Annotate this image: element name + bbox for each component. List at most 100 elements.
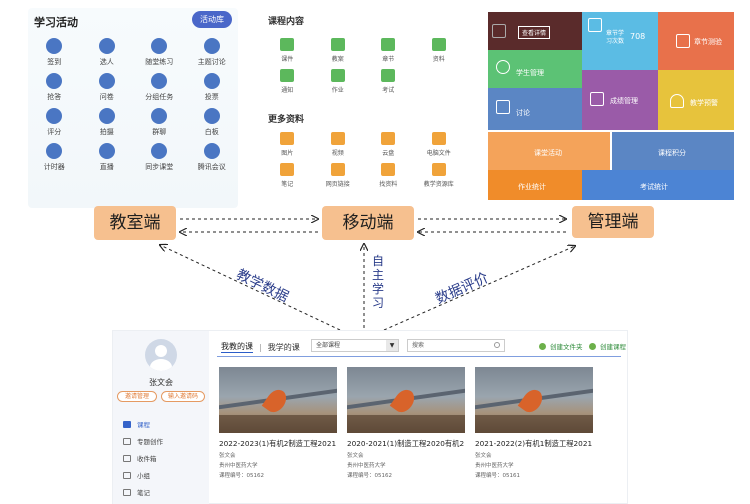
grid-item-question[interactable]: 问卷 — [81, 73, 134, 102]
grid-item-microphone[interactable]: 抢答 — [28, 73, 81, 102]
tile-teaching-alert[interactable]: 教学预警 — [658, 70, 734, 130]
tile-exam-stats[interactable]: 考试统计 — [582, 170, 734, 200]
grid-item-timer[interactable]: 计时器 — [28, 143, 81, 172]
invite-manage-button[interactable]: 邀请管理 — [117, 391, 157, 402]
tile-chapter-quiz[interactable]: 章节测验 — [658, 12, 734, 70]
course-thumbnail[interactable] — [475, 367, 593, 433]
sidebar-item-4[interactable]: 笔记 — [123, 487, 150, 497]
hourglass-icon — [588, 18, 602, 32]
grid-item-ppt[interactable]: 课件 — [262, 38, 313, 63]
grid-item-whiteboard[interactable]: 白板 — [186, 108, 239, 137]
sidebar-item-3[interactable]: 小组 — [123, 470, 150, 480]
grid-item-person[interactable]: 选人 — [81, 38, 134, 67]
course-code: 课程编号：05162 — [347, 473, 392, 479]
grid-item-list[interactable]: 章节 — [363, 38, 414, 63]
create-course-button[interactable]: 创建课程 — [589, 341, 626, 351]
web-course-list-panel: 张文会 邀请管理 输入邀请码 课程专题创作收件箱小组笔记 我教的课 | 我学的课… — [112, 330, 628, 504]
grid-item-search[interactable]: 找资料 — [363, 163, 414, 188]
grid-item-checkbox[interactable]: 分组任务 — [133, 73, 186, 102]
course-school: 贵州中医药大学 — [347, 463, 386, 469]
tile-student-management[interactable]: 学生管理 — [488, 50, 582, 88]
search-input[interactable]: 搜索 — [407, 339, 505, 352]
enter-invite-code-button[interactable]: 输入邀请码 — [161, 391, 205, 402]
tile-discussion[interactable]: 讨论 — [488, 88, 582, 130]
grid-item-exercise[interactable]: 随堂练习 — [133, 38, 186, 67]
grid-item-speaker[interactable]: 通知 — [262, 69, 313, 94]
exam-icon — [381, 69, 396, 82]
speaker-icon — [280, 69, 295, 82]
sidebar-item-icon — [123, 471, 131, 479]
more-resources-grid: 图片视频云盘电脑文件笔记网页链接找资料教学资源库 — [262, 132, 464, 188]
sidebar-item-icon — [123, 420, 131, 428]
group-chat-icon — [151, 108, 168, 124]
search-icon[interactable] — [494, 342, 500, 348]
grid-item-meeting[interactable]: 腾讯会议 — [186, 143, 239, 172]
sidebar-item-0[interactable]: 课程 — [123, 419, 150, 429]
grid-item-cloud[interactable]: 云盘 — [363, 132, 414, 157]
course-title[interactable]: 2022-2023(1)有机2制造工程2021 — [219, 439, 337, 448]
exam-stats-label: 考试统计 — [640, 183, 668, 191]
grid-item-group-chat[interactable]: 群聊 — [133, 108, 186, 137]
grid-item-label: 群聊 — [152, 128, 167, 136]
discussion-label: 讨论 — [516, 109, 530, 117]
grid-item-location[interactable]: 签到 — [28, 38, 81, 67]
grid-item-play[interactable]: 直播 — [81, 143, 134, 172]
grid-item-video[interactable]: 视频 — [313, 132, 364, 157]
grid-item-chat-bubble[interactable]: 主题讨论 — [186, 38, 239, 67]
grid-item-label: 选人 — [99, 58, 114, 66]
grid-item-edit[interactable]: 作业 — [313, 69, 364, 94]
sidebar-item-2[interactable]: 收件箱 — [123, 453, 157, 463]
plus-icon — [539, 342, 546, 350]
grid-item-label: 教案 — [331, 56, 344, 63]
course-points-label: 课程积分 — [658, 149, 686, 157]
grid-item-label: 签到 — [47, 58, 62, 66]
course-title[interactable]: 2021-2022(2)有机1制造工程2021 — [475, 439, 593, 448]
course-teacher: 张文会 — [219, 453, 236, 459]
grid-item-folder[interactable]: 资料 — [414, 38, 465, 63]
tab-learning-courses[interactable]: 我学的课 — [267, 342, 300, 352]
grid-item-label: 白板 — [204, 128, 219, 136]
tile-view-details[interactable]: 查看详情 — [488, 12, 582, 50]
grid-item-label: 作业 — [331, 87, 344, 94]
image-icon — [280, 132, 295, 145]
tile-course-points[interactable]: 课程积分 — [612, 132, 734, 170]
course-title[interactable]: 2020-2021(1)制造工程2020有机2 — [347, 439, 465, 448]
grid-item-badge[interactable]: 评分 — [28, 108, 81, 137]
course-school: 贵州中医药大学 — [219, 463, 258, 469]
grid-item-camera[interactable]: 拍摄 — [81, 108, 134, 137]
activity-library-button[interactable]: 活动库 — [192, 11, 232, 28]
course-code: 课程编号：05161 — [475, 473, 520, 479]
sidebar-item-icon — [123, 488, 131, 496]
grid-item-video[interactable]: 同步课堂 — [133, 143, 186, 172]
course-thumbnail[interactable] — [219, 367, 337, 433]
grid-item-label: 章节 — [382, 56, 395, 63]
tile-homework-stats[interactable]: 作业统计 — [488, 170, 582, 200]
course-thumbnail[interactable] — [347, 367, 465, 433]
grid-item-exam[interactable]: 考试 — [363, 69, 414, 94]
course-content-panel: 课程内容 课件教案章节资料通知作业考试 更多资料 图片视频云盘电脑文件笔记网页链… — [262, 8, 464, 200]
grid-item-doc[interactable]: 教案 — [313, 38, 364, 63]
grid-item-image[interactable]: 图片 — [262, 132, 313, 157]
grid-item-label: 投票 — [204, 93, 219, 101]
avatar[interactable] — [145, 339, 177, 371]
sidebar-item-label: 笔记 — [137, 489, 150, 497]
tab-teaching-courses[interactable]: 我教的课 — [221, 342, 253, 353]
node-classroom: 教室端 — [94, 206, 176, 240]
tile-chapter-study-count[interactable]: 章节学习次数 708 — [582, 12, 658, 52]
whiteboard-icon — [203, 108, 220, 124]
tile-class-activity[interactable]: 课堂活动 — [488, 132, 610, 170]
grid-item-bar-chart[interactable]: 投票 — [186, 73, 239, 102]
grid-item-library[interactable]: 教学资源库 — [414, 163, 465, 188]
person-icon — [98, 38, 115, 54]
tile-grade-management[interactable]: 成绩管理 — [582, 70, 658, 130]
sidebar-item-1[interactable]: 专题创作 — [123, 436, 163, 446]
grid-item-link[interactable]: 网页链接 — [313, 163, 364, 188]
grid-item-monitor[interactable]: 电脑文件 — [414, 132, 465, 157]
course-filter-select[interactable]: 全部课程 ▼ — [311, 339, 399, 352]
grid-item-note[interactable]: 笔记 — [262, 163, 313, 188]
create-folder-button[interactable]: 创建文件夹 — [539, 341, 583, 351]
quiz-icon — [676, 34, 690, 48]
